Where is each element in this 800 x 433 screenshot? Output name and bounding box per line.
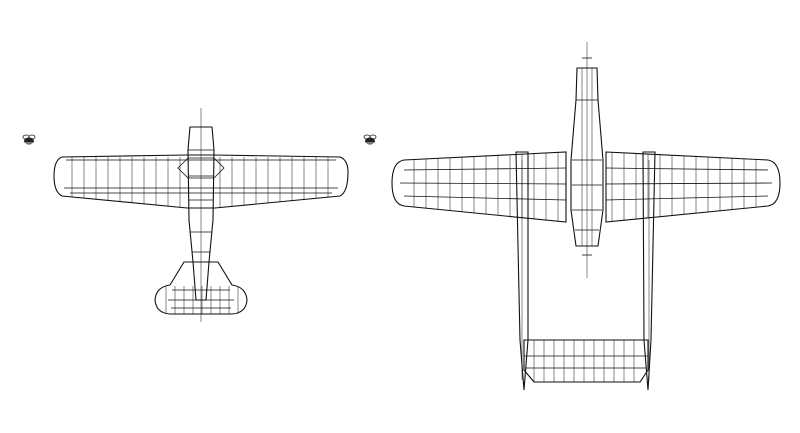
tailplane-a-ribs: [165, 286, 239, 314]
wing-a: [53, 154, 349, 209]
boom-b-stringers: [521, 160, 650, 380]
wing-a-ribs: [71, 157, 329, 208]
boom-b-left: [515, 151, 529, 391]
aircraft-b-drawing: [363, 42, 781, 391]
tailplane-b: [523, 339, 649, 383]
wing-a-spars: [64, 159, 338, 194]
wing-b-left: [391, 151, 567, 223]
tailplane-b-spars: [524, 355, 648, 369]
bee-icon: [22, 134, 36, 145]
wing-b-right-spars: [605, 167, 773, 201]
nacelle-b: [570, 67, 604, 247]
tailplane-a: [154, 261, 248, 315]
wing-b-right-ribs: [611, 152, 757, 222]
wing-b-left-ribs: [413, 152, 559, 222]
wing-b-right: [605, 151, 781, 223]
wing-b-left-spars: [399, 167, 567, 201]
tailplane-b-ribs: [533, 340, 635, 382]
bee-icon: [363, 134, 377, 145]
tailplane-a-spars: [168, 289, 234, 309]
nacelle-b-frames: [572, 99, 602, 231]
aircraft-a-drawing: [22, 108, 349, 322]
boom-b-right: [642, 151, 656, 391]
nacelle-b-stringers: [581, 68, 593, 246]
cockpit-a: [177, 157, 225, 179]
fuselage-a-frames: [188, 149, 214, 253]
